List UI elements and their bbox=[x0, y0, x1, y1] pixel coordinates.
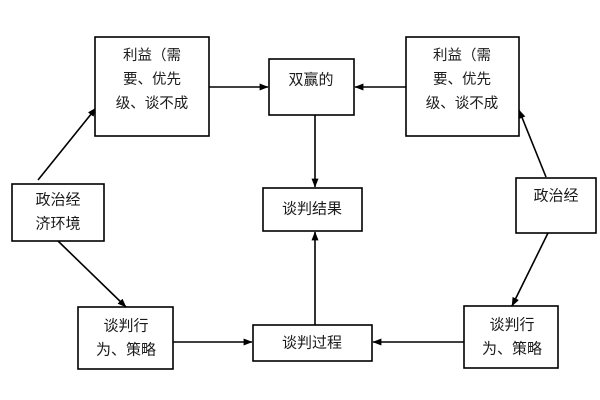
negotiation-behavior-left-label-line2: 为、策略 bbox=[96, 341, 156, 359]
win-win-node[interactable]: 双赢的 bbox=[268, 58, 355, 116]
environment-right-box[interactable] bbox=[515, 177, 597, 234]
negotiation-behavior-right-box[interactable] bbox=[463, 305, 559, 369]
political-economic-environment-left-node[interactable]: 政治经 济环境 bbox=[11, 183, 105, 242]
edge-environment-left-to-behavior-left bbox=[57, 240, 127, 308]
environment-left-label-line1: 政治经 bbox=[35, 191, 80, 209]
negotiation-process-box[interactable] bbox=[252, 324, 373, 362]
environment-left-box[interactable] bbox=[11, 183, 105, 242]
win-win-box[interactable] bbox=[268, 58, 355, 116]
environment-right-label-line1: 政治经 bbox=[533, 187, 578, 205]
negotiation-process-label: 谈判过程 bbox=[282, 334, 342, 352]
edge-environment-left-to-interest-left bbox=[37, 107, 97, 181]
environment-left-label-line2: 济环境 bbox=[35, 215, 80, 233]
edge-environment-right-to-interest-right bbox=[518, 109, 547, 178]
negotiation-behavior-left-node[interactable]: 谈判行 为、策略 bbox=[77, 306, 174, 370]
interest-right-node[interactable]: 利益（需 要、优先 级、谈不成 bbox=[405, 36, 520, 137]
negotiation-behavior-right-label-line2: 为、策略 bbox=[482, 340, 542, 358]
win-win-label: 双赢的 bbox=[288, 71, 333, 89]
negotiation-behavior-right-label-line1: 谈判行 bbox=[489, 316, 534, 334]
interest-right-box[interactable] bbox=[405, 36, 520, 137]
negotiation-result-node[interactable]: 谈判结果 bbox=[262, 187, 363, 232]
interest-left-box[interactable] bbox=[94, 36, 210, 137]
edge-environment-right-to-behavior-right bbox=[511, 232, 549, 307]
interest-left-label-line1: 利益（需 bbox=[123, 47, 181, 64]
political-economic-environment-right-node[interactable]: 政治经 bbox=[515, 177, 597, 234]
interest-left-label-line3: 级、谈不成 bbox=[116, 95, 189, 112]
interest-left-label-line2: 要、优先 bbox=[123, 71, 181, 88]
interest-right-label-line3: 级、谈不成 bbox=[426, 95, 499, 112]
negotiation-result-box[interactable] bbox=[262, 187, 363, 232]
interest-right-label-line1: 利益（需 bbox=[433, 47, 491, 64]
negotiation-behavior-right-node[interactable]: 谈判行 为、策略 bbox=[463, 305, 559, 369]
interest-right-label-line2: 要、优先 bbox=[433, 71, 491, 88]
negotiation-process-node[interactable]: 谈判过程 bbox=[252, 324, 373, 362]
negotiation-behavior-left-label-line1: 谈判行 bbox=[103, 317, 148, 335]
interest-left-node[interactable]: 利益（需 要、优先 级、谈不成 bbox=[94, 36, 210, 137]
negotiation-result-label: 谈判结果 bbox=[282, 200, 342, 218]
negotiation-behavior-left-box[interactable] bbox=[77, 306, 174, 370]
